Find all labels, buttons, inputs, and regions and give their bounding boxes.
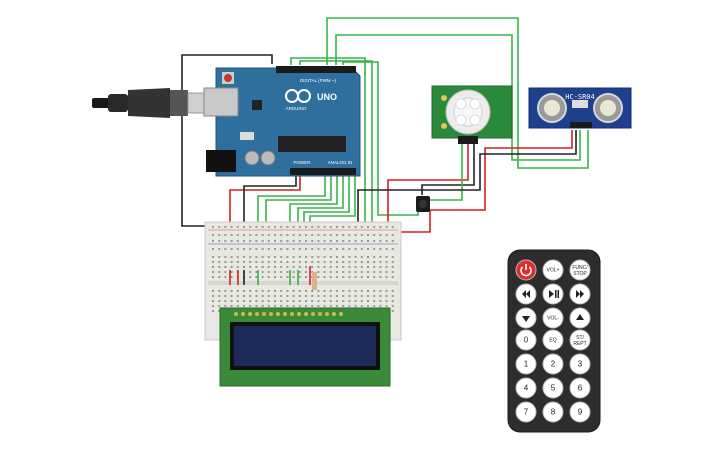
breadboard-wires (229, 266, 317, 290)
wire-pir-green (430, 143, 463, 201)
remote-button-20[interactable]: 9 (569, 401, 591, 423)
reset-button (224, 74, 232, 82)
play-pause-icon (549, 290, 559, 298)
remote-button-label: 2 (551, 360, 556, 369)
remote-button-12[interactable]: 1 (515, 353, 537, 375)
wire-green-5 (342, 61, 419, 216)
remote-button-4[interactable] (542, 283, 564, 305)
remote-button-label: REPT (573, 341, 586, 347)
remote-button-label: STOP (573, 271, 587, 277)
wire-5v-red (229, 176, 301, 240)
wire-green-1 (326, 17, 589, 169)
remote-button-11[interactable]: ST/REPT (569, 329, 591, 351)
remote-button-7[interactable]: VOL- (542, 307, 564, 329)
analog-label: ANALOG IN (328, 160, 353, 165)
atmega-chip (278, 136, 346, 152)
arduino-logo (285, 89, 311, 103)
remote-button-5[interactable] (569, 283, 591, 305)
wire-green-3 (290, 57, 366, 226)
remote-button-15[interactable]: 4 (515, 377, 537, 399)
remote-button-label: 5 (551, 384, 556, 393)
remote-button-label: 7 (524, 408, 529, 417)
remote-button-label: 6 (578, 384, 583, 393)
remote-button-label: 0 (524, 336, 529, 345)
usb-port (203, 87, 239, 117)
remote-button-2[interactable]: FUNC/STOP (569, 259, 591, 281)
remote-button-label: VOL- (547, 316, 559, 322)
remote-button-label: 1 (524, 360, 529, 369)
wire-sonar-black (357, 130, 577, 226)
ir-receiver (416, 196, 430, 212)
arduino-uno-board: DIGITAL (PWM ~) UNO ARDUINO POWER ANALOG… (203, 66, 361, 177)
wire-pir-black (421, 143, 475, 195)
remote-button-label: EQ (549, 338, 556, 344)
remote-button-9[interactable]: 0 (515, 329, 537, 351)
lcd-screen (234, 326, 376, 366)
digital-label: DIGITAL (PWM ~) (300, 78, 337, 83)
usb-cable (92, 88, 219, 118)
ir-remote: VOL+ FUNC/STOP VOL- 0 EQ ST/REPT 1 2 3 4 5 6 7 8 9 (507, 249, 601, 433)
down-arrow-icon (522, 316, 530, 322)
remote-button-label: ST/ (576, 335, 584, 341)
fast-forward-icon (576, 290, 584, 298)
remote-button-label: 4 (524, 384, 529, 393)
rewind-icon (522, 290, 530, 298)
remote-button-label: VOL+ (547, 268, 560, 274)
remote-button-14[interactable]: 3 (569, 353, 591, 375)
remote-button-13[interactable]: 2 (542, 353, 564, 375)
model-label: UNO (317, 92, 337, 102)
remote-button-0[interactable] (515, 259, 537, 281)
power-jack (206, 150, 236, 172)
remote-button-3[interactable] (515, 283, 537, 305)
wire-sonar-red (400, 130, 573, 233)
digital-header (276, 66, 356, 73)
remote-button-1[interactable]: VOL+ (542, 259, 564, 281)
ultrasonic-sensor: HC-SR04 (528, 87, 632, 129)
brand-label: ARDUINO (286, 106, 307, 111)
remote-button-label: 8 (551, 408, 556, 417)
remote-button-17[interactable]: 6 (569, 377, 591, 399)
remote-button-8[interactable] (569, 307, 591, 329)
remote-button-10[interactable]: EQ (542, 329, 564, 351)
remote-button-16[interactable]: 5 (542, 377, 564, 399)
remote-button-6[interactable] (515, 307, 537, 329)
power-analog-header (290, 168, 356, 175)
resistor (312, 272, 317, 290)
pir-sensor (431, 85, 513, 144)
up-arrow-icon (576, 314, 584, 320)
remote-button-18[interactable]: 7 (515, 401, 537, 423)
wire-green-4 (299, 60, 373, 226)
remote-button-19[interactable]: 8 (542, 401, 564, 423)
remote-button-label: FUNC/ (572, 265, 588, 271)
remote-button-label: 3 (578, 360, 583, 369)
power-label: POWER (293, 160, 311, 165)
lcd-display (219, 307, 391, 387)
wire-gnd-black (243, 176, 297, 246)
ultrasonic-label: HC-SR04 (565, 93, 595, 101)
wire-black-gnd-loop (181, 54, 273, 227)
power-icon (520, 266, 532, 277)
remote-button-label: 9 (578, 408, 583, 417)
